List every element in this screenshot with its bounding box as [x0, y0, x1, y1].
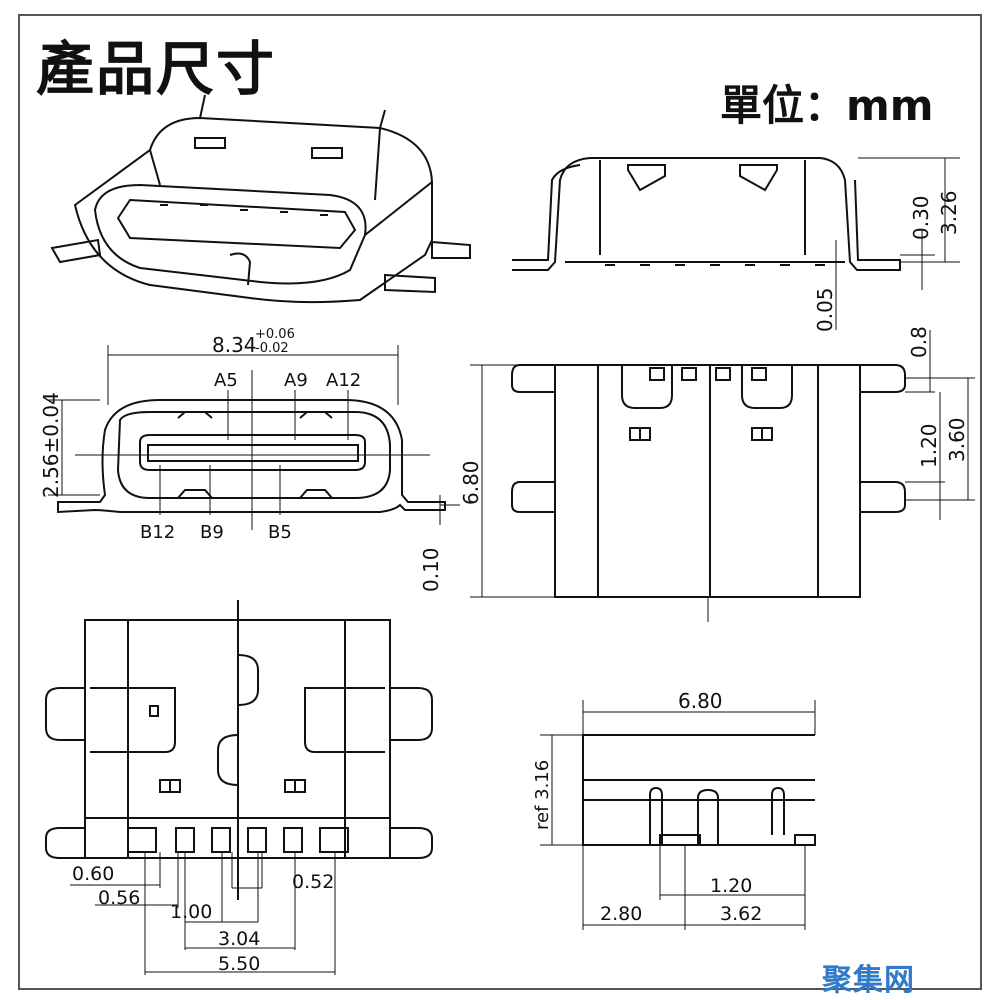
- dim-height-256: 2.56±0.04: [39, 392, 63, 498]
- dim-sec-120: 1.20: [710, 875, 752, 897]
- dim-top-360: 3.60: [945, 417, 969, 462]
- dim-side-326: 3.26: [937, 190, 961, 235]
- dim-sec-680: 6.80: [678, 689, 723, 713]
- dim-sec-362: 3.62: [720, 903, 762, 925]
- dim-width-834: 8.34: [212, 333, 257, 357]
- front-view: 8.34 +0.06 -0.02 A5 A9 A12 B12 B9 B5 2.5…: [39, 327, 460, 592]
- iso-view: [50, 94, 471, 304]
- dim-bot-100: 1.00: [170, 901, 212, 923]
- dim-sec-ref316: ref 3.16: [532, 760, 553, 830]
- dim-bot-060: 0.60: [72, 863, 114, 885]
- dim-bot-056: 0.56: [98, 887, 140, 909]
- dim-sec-280: 2.80: [600, 903, 642, 925]
- dim-010: 0.10: [419, 547, 443, 592]
- pin-b9-label: B9: [200, 522, 224, 543]
- side-section: 6.80 ref 3.16 1.20 2.80 3.62: [532, 689, 816, 930]
- pin-a12-label: A12: [326, 370, 361, 391]
- pin-b5-label: B5: [268, 522, 292, 543]
- dim-top-680: 6.80: [459, 460, 483, 505]
- dim-bot-304: 3.04: [218, 928, 260, 950]
- drawing-frame: [18, 14, 982, 990]
- page-title: 產品尺寸: [36, 35, 277, 103]
- top-view: 6.80 0.8 1.20 3.60: [459, 326, 975, 622]
- dim-bot-550: 5.50: [218, 953, 260, 975]
- dim-tol-minus: -0.02: [255, 341, 289, 356]
- pin-a5-label: A5: [214, 370, 238, 391]
- dim-tol-plus: +0.06: [255, 327, 295, 342]
- dim-side-030: 0.30: [909, 195, 933, 240]
- pin-b12-label: B12: [140, 522, 175, 543]
- side-view: 0.30 3.26 0.05: [512, 157, 961, 332]
- dim-side-005: 0.05: [813, 287, 837, 332]
- watermark-logo: 聚集网: [822, 963, 915, 998]
- bottom-view: 0.60 0.56 1.00 0.52 3.04 5.50: [45, 600, 433, 975]
- pin-a9-label: A9: [284, 370, 308, 391]
- dim-bot-052: 0.52: [292, 871, 334, 893]
- dim-top-120: 1.20: [917, 423, 941, 468]
- unit-label: 單位：mm: [720, 81, 934, 130]
- dim-top-08: 0.8: [907, 326, 931, 358]
